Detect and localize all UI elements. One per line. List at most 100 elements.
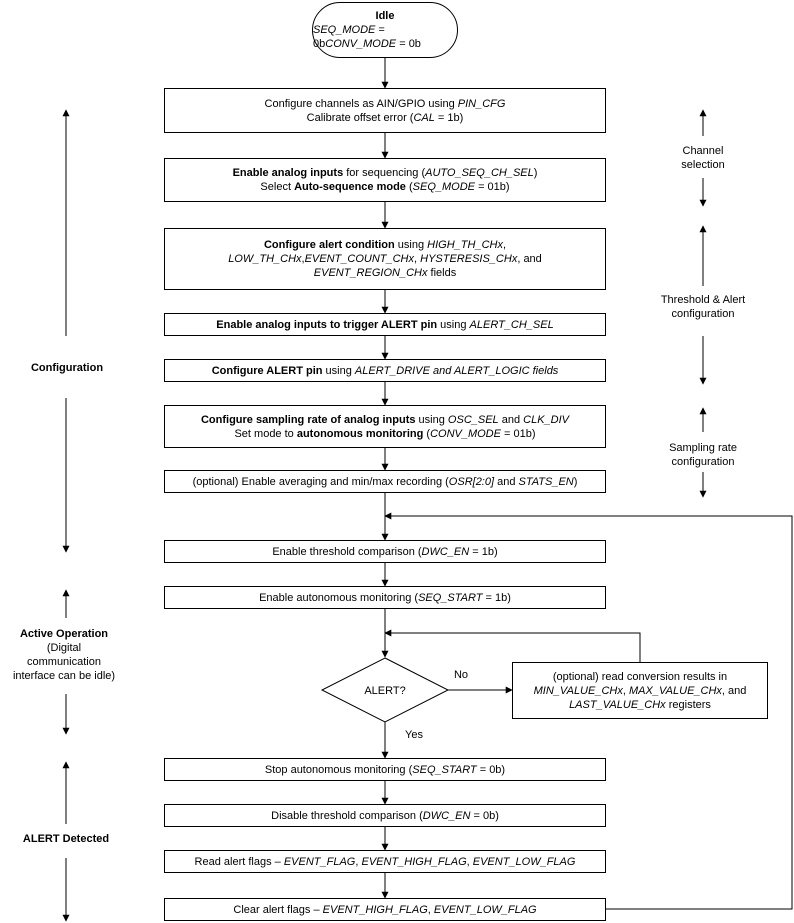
text-segment: EVENT_HIGH_FLAG (361, 855, 467, 868)
text-segment: EVENT_COUNT_CHx (304, 253, 414, 265)
text-segment: ) (533, 167, 538, 179)
phase-active-operation-title: Active Operation (19, 628, 109, 640)
text-segment: CLK_DIV (523, 413, 569, 426)
step-enable-autonomous-monitoring: Enable autonomous monitoring (SEQ_START … (164, 586, 606, 609)
text-segment: Configure ALERT pin (211, 364, 323, 377)
step-stop-autonomous-monitoring-line: Stop autonomous monitoring (SEQ_START = … (265, 763, 505, 777)
phase-active-operation-note: communication (27, 656, 101, 668)
text-segment: = 1b) (469, 545, 498, 558)
step-clear-alert-flags: Clear alert flags – EVENT_HIGH_FLAG, EVE… (164, 898, 606, 921)
text-segment: = 0b) (470, 809, 499, 822)
text-segment: Select (260, 181, 295, 193)
text-segment: Enable analog inputs to trigger ALERT pi… (216, 318, 438, 331)
text-segment: MAX_VALUE_CHx (628, 684, 722, 697)
text-segment: EVENT_LOW_FLAG (472, 855, 576, 868)
text-segment: = 0b) (476, 763, 506, 776)
step-configure-alert-condition: Configure alert condition using HIGH_TH_… (164, 228, 606, 290)
step-stop-autonomous-monitoring: Stop autonomous monitoring (SEQ_START = … (164, 758, 606, 781)
text-segment: OSC_SEL (447, 413, 499, 426)
text-segment: Enable analog inputs (232, 167, 344, 179)
step-configure-alert-condition-line: LOW_TH_CHx,EVENT_COUNT_CHx, HYSTERESIS_C… (228, 252, 542, 266)
text-segment: ( (423, 427, 431, 440)
text-segment: EVENT_HIGH_FLAG (322, 903, 428, 916)
step-enable-autonomous-monitoring-line: Enable autonomous monitoring (SEQ_START … (259, 591, 511, 605)
text-segment: for sequencing ( (343, 167, 426, 179)
text-segment: EVENT_FLAG (283, 855, 356, 868)
step-read-alert-flags: Read alert flags – EVENT_FLAG, EVENT_HIG… (164, 850, 606, 873)
text-segment: , and (517, 253, 542, 265)
no-label: No (453, 669, 469, 681)
text-segment: , (301, 253, 305, 265)
phase-active-operation-note: (Digital (46, 642, 82, 654)
step-configure-channels-line: Configure channels as AIN/GPIO using PIN… (265, 97, 506, 111)
text-segment: autonomous monitoring (296, 427, 424, 440)
text-segment: Configure channels as AIN/GPIO using (264, 97, 458, 110)
text-segment: ALERT_CH_SEL (469, 318, 554, 331)
text-segment: STATS_EN (518, 475, 574, 488)
text-segment: = 0b (396, 38, 421, 50)
text-segment: EVENT_REGION_CHx (313, 267, 428, 279)
text-segment: , (622, 684, 629, 697)
text-segment: , (466, 855, 473, 868)
text-segment: ALERT_DRIVE and ALERT_LOGIC fields (354, 364, 559, 377)
step-configure-channels-line: Calibrate offset error (CAL = 1b) (307, 111, 464, 125)
text-segment: SEQ_START (418, 591, 483, 604)
text-segment: registers (665, 698, 711, 711)
text-segment: = 01b) (475, 181, 510, 193)
optional-read-line: MIN_VALUE_CHx, MAX_VALUE_CHx, and (534, 684, 747, 698)
step-read-alert-flags-line: Read alert flags – EVENT_FLAG, EVENT_HIG… (195, 855, 576, 869)
text-segment: using (322, 364, 355, 377)
group-sampling-rate-label: Sampling rate (669, 442, 737, 454)
phase-alert-detected-label: ALERT Detected (22, 833, 110, 845)
step-disable-threshold-comparison-line: Disable threshold comparison (DWC_EN = 0… (271, 809, 499, 823)
text-segment: CONV_MODE (325, 38, 397, 50)
phase-active-operation-note: interface can be idle) (12, 670, 116, 682)
text-segment: fields (427, 267, 457, 279)
step-configure-alert-pin: Configure ALERT pin using ALERT_DRIVE an… (164, 359, 606, 382)
text-segment: Clear alert flags – (233, 903, 323, 916)
loop-back-arrow (384, 629, 641, 662)
step-enable-alert-trigger-line: Enable analog inputs to trigger ALERT pi… (216, 318, 553, 332)
text-segment: SEQ_START (412, 763, 477, 776)
text-segment: MIN_VALUE_CHx (533, 684, 623, 697)
text-segment: = 01b) (500, 427, 536, 440)
text-segment: Enable autonomous monitoring ( (259, 591, 419, 604)
text-segment: CONV_MODE (430, 427, 501, 440)
step-configure-channels: Configure channels as AIN/GPIO using PIN… (164, 88, 606, 133)
group-threshold-alert-label: configuration (671, 308, 735, 320)
text-segment: LAST_VALUE_CHx (569, 698, 666, 711)
step-enable-alert-trigger: Enable analog inputs to trigger ALERT pi… (164, 313, 606, 336)
group-channel-selection-label: selection (681, 159, 725, 171)
text-segment: Configure sampling rate of analog inputs (200, 413, 416, 426)
return-loop-arrow (384, 512, 793, 910)
step-enable-analog-inputs-line: Select Auto-sequence mode (SEQ_MODE = 01… (260, 180, 509, 194)
text-segment: SEQ_MODE (412, 181, 476, 193)
text-segment: ) (573, 475, 578, 488)
step-optional-averaging-line: (optional) Enable averaging and min/max … (193, 475, 578, 489)
text-segment: EVENT_LOW_FLAG (433, 903, 537, 916)
text-segment: Set mode to (234, 427, 297, 440)
step-enable-analog-inputs: Enable analog inputs for sequencing (AUT… (164, 158, 606, 202)
text-segment: , (414, 253, 421, 265)
group-channel-selection-label: Channel (682, 145, 724, 157)
text-segment: using (415, 413, 448, 426)
step-configure-sampling-rate-line: Set mode to autonomous monitoring (CONV_… (234, 427, 535, 441)
idle-lines: SEQ_MODE = 0bCONV_MODE = 0b (313, 23, 457, 51)
step-disable-threshold-comparison: Disable threshold comparison (DWC_EN = 0… (164, 804, 606, 827)
decision-label: ALERT? (364, 685, 406, 697)
optional-read-line: (optional) read conversion results in (553, 670, 727, 684)
yes-label: Yes (405, 729, 423, 741)
text-segment: and (498, 413, 524, 426)
text-segment: Read alert flags – (194, 855, 284, 868)
step-configure-alert-condition-line: Configure alert condition using HIGH_TH_… (264, 238, 506, 252)
text-segment: , (355, 855, 362, 868)
text-segment: , (427, 903, 434, 916)
step-enable-threshold-comparison: Enable threshold comparison (DWC_EN = 1b… (164, 540, 606, 563)
text-segment: using (437, 318, 470, 331)
idle-title: Idle (375, 10, 395, 22)
idle-line: CONV_MODE = 0b (325, 38, 421, 50)
text-segment: DWC_EN (422, 809, 471, 822)
step-configure-sampling-rate: Configure sampling rate of analog inputs… (164, 405, 606, 448)
